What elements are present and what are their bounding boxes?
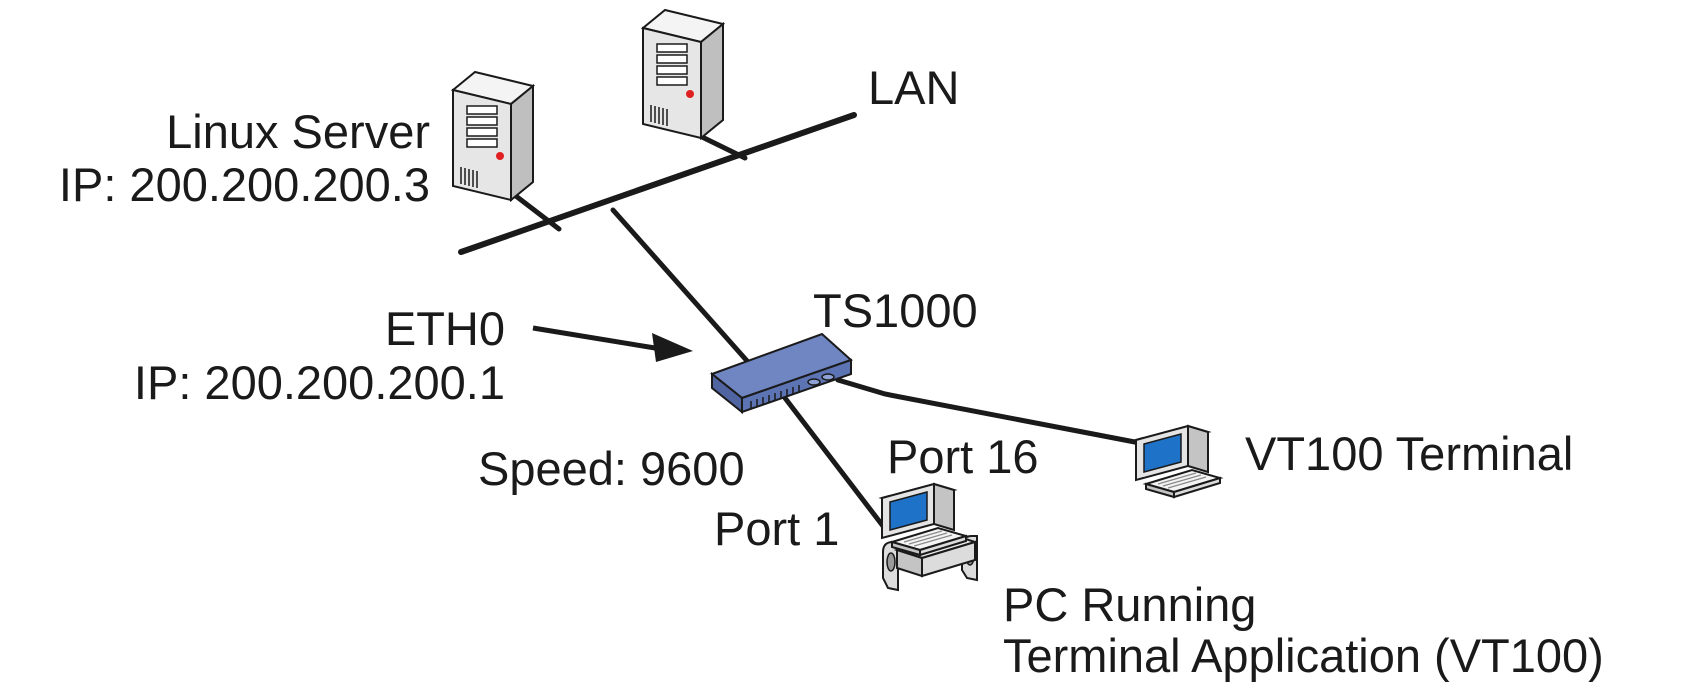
vt100-terminal-icon bbox=[1135, 425, 1221, 498]
eth0-ip-label: IP: 200.200.200.1 bbox=[134, 356, 505, 409]
lan-backbone-line bbox=[458, 112, 857, 255]
eth0-arrow-line bbox=[532, 325, 656, 351]
desktop-pc-icon bbox=[881, 483, 979, 592]
terminal-application-label: Terminal Application (VT100) bbox=[1003, 629, 1604, 682]
port1-label: Port 1 bbox=[714, 502, 839, 555]
lan-label: LAN bbox=[868, 61, 959, 114]
server-tower-icon bbox=[452, 71, 534, 201]
port16-label: Port 16 bbox=[887, 430, 1039, 483]
port16-cable-line bbox=[835, 377, 1143, 446]
lan-server-drop-line bbox=[695, 132, 748, 161]
speed-label: Speed: 9600 bbox=[478, 442, 745, 495]
ts1000-label: TS1000 bbox=[813, 284, 978, 337]
eth0-label: ETH0 bbox=[385, 302, 505, 355]
port1-cable-line bbox=[782, 395, 889, 533]
pc-running-label: PC Running bbox=[1003, 578, 1256, 631]
server-tower-icon bbox=[642, 9, 724, 139]
vt100-terminal-label: VT100 Terminal bbox=[1245, 427, 1573, 480]
eth0-arrowhead-icon bbox=[652, 333, 693, 362]
linux-server-ip-label: IP: 200.200.200.3 bbox=[59, 158, 430, 211]
linux-server-name-label: Linux Server bbox=[166, 105, 430, 158]
speaker-icon bbox=[882, 541, 899, 592]
eth0-uplink-line bbox=[610, 207, 751, 365]
terminal-server-device-icon bbox=[709, 332, 853, 415]
